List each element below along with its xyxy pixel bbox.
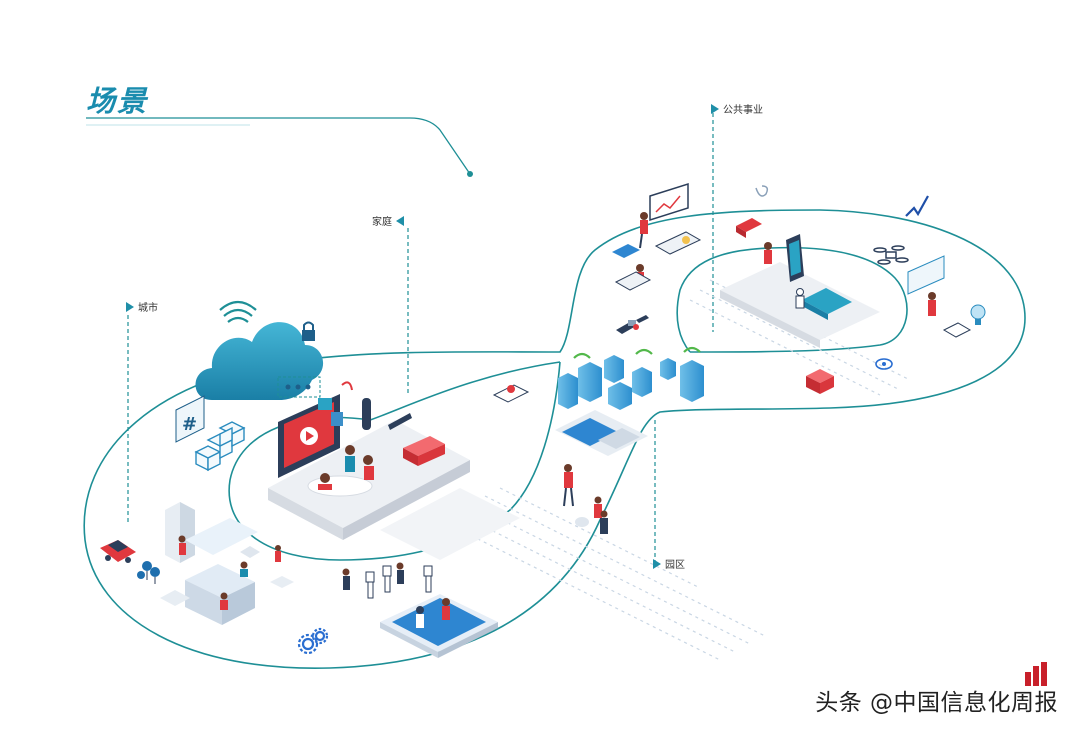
connection-dots [277,376,353,398]
leader-lines [127,113,714,562]
label-home-text: 家庭 [372,217,392,228]
label-park-text: 园区 [665,560,685,571]
signal-icons [573,346,701,359]
label-city: 城市 [126,299,158,314]
public-utilities-scene [612,182,986,394]
city-scene [100,502,294,625]
home-platform [268,394,520,560]
svg-text:#: # [182,414,197,435]
arrow-right-icon [711,103,719,114]
service-robot-icon [575,517,589,527]
label-park: 园区 [653,556,685,571]
location-pin-icon [492,384,530,403]
park-scene [492,315,704,534]
trees [137,561,160,584]
cloud-icon [195,322,324,400]
ar-lab-scene [342,562,498,658]
watermark-logo-icon [1025,662,1047,686]
hashtag-icon: # [175,395,205,443]
drone-icon [873,245,909,265]
satellite-icon [616,315,649,334]
dashboard-panel [907,255,945,295]
game-controller-icon [318,398,332,410]
pulse-icon [905,195,929,217]
car-icon [100,540,136,563]
tablet-icon [331,412,343,426]
wifi-icon [219,300,257,323]
stethoscope-icon [755,185,769,197]
chip-icon [942,322,972,338]
title-underline [86,117,473,177]
label-city-text: 城市 [138,303,158,314]
robot-icon [365,565,433,599]
smart-speaker-icon [362,398,371,430]
lock-icon [302,321,315,341]
label-public-text: 公共事业 [723,105,763,116]
soundbar-icon [388,413,412,430]
arrow-right-icon [126,301,134,312]
tv-screen [278,394,340,478]
data-stripes [439,279,911,661]
cube-stack-icon [194,421,246,472]
arrow-left-icon [396,215,404,226]
buildings [558,355,704,410]
router-device [403,436,445,466]
label-home: 家庭 [372,213,404,228]
label-public: 公共事业 [711,101,763,116]
watermark-text: 头条 @中国信息化周报 [815,690,1058,716]
classroom [612,182,702,291]
page-title: 场景 [86,84,149,118]
eye-icon [875,358,893,370]
lightbulb-icon [970,304,986,325]
arrow-right-icon [653,558,661,569]
package-icon [806,369,834,394]
smartphone-kiosk [786,234,804,282]
gear-icon [297,627,329,655]
medical-case-icon [736,218,762,232]
